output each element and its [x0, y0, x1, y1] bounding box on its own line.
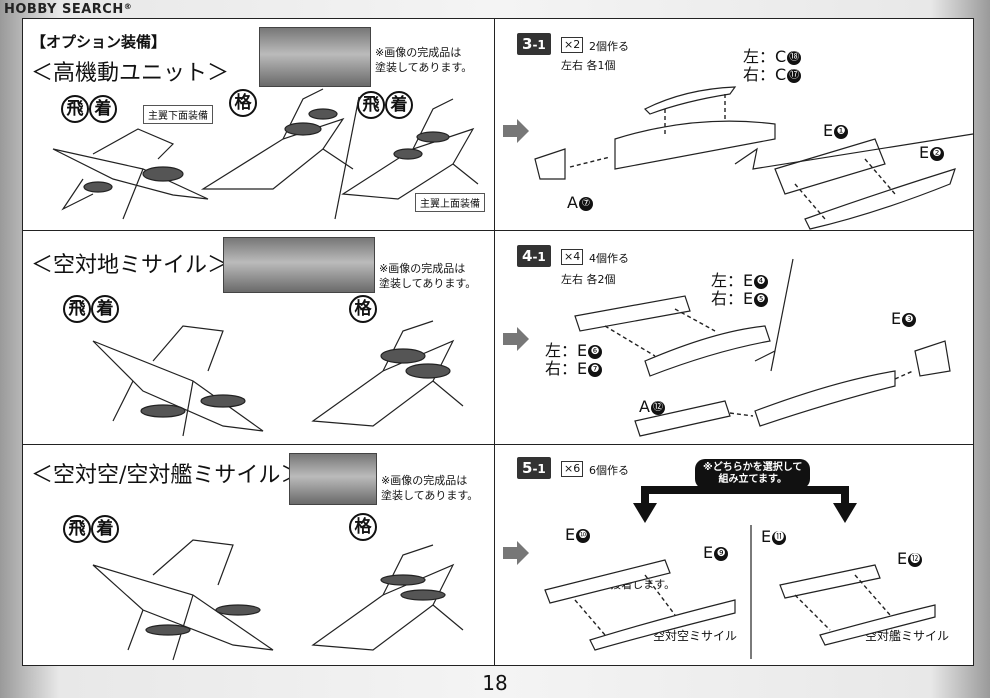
- section-title-hi-mobility: ＜高機動ユニット＞: [31, 61, 230, 86]
- qty-badge-3: ×6: [561, 461, 584, 477]
- photo-note-1: ※画像の完成品は塗装してあります。: [375, 46, 473, 74]
- landing-mark-3: 着: [91, 295, 119, 323]
- step-number-3-1: 3-1: [517, 33, 551, 55]
- finished-photo-2: [223, 237, 375, 293]
- flight-mark-2: 飛: [357, 91, 385, 119]
- page-number: 18: [482, 671, 508, 695]
- qty-badge-2: ×4: [561, 249, 584, 265]
- manual-page: 【オプション装備】 ＜高機動ユニット＞ ※画像の完成品は塗装してあります。 飛 …: [22, 18, 974, 666]
- row-divider-2: [23, 444, 973, 445]
- landing-mark: 着: [89, 95, 117, 123]
- finished-photo-3: [289, 453, 377, 505]
- step-5-1-drawing: [544, 486, 936, 659]
- flight-mark-4: 飛: [63, 515, 91, 543]
- under-wing-label: 主翼下面装備: [143, 105, 213, 124]
- choose-note: ※どちらかを選択して組み立てます。: [695, 459, 811, 489]
- qty-text-3: 6個作る: [589, 464, 629, 477]
- flow-arrows: [503, 119, 529, 565]
- combat-mark-3: 格: [349, 513, 377, 541]
- landing-mark-4: 着: [91, 515, 119, 543]
- row-divider-1: [23, 230, 973, 231]
- over-wing-label: 主翼上面装備: [415, 193, 485, 212]
- each-text-1: 左右 各1個: [561, 59, 616, 72]
- step-number-4-1: 4-1: [517, 245, 551, 267]
- step-number-5-1: 5-1: [517, 457, 551, 479]
- caption-anti-ship: 空対艦ミサイル: [865, 629, 950, 643]
- aircraft-drawings-2: [92, 320, 464, 437]
- photo-note-3: ※画像の完成品は塗装してあります。: [381, 474, 479, 502]
- section-title-air-to-ground: ＜空対地ミサイル＞: [31, 253, 230, 278]
- landing-mark-2: 着: [385, 91, 413, 119]
- combat-mark-2: 格: [349, 295, 377, 323]
- step-4-1-drawing: [574, 258, 951, 437]
- step-3-1-drawing: [534, 86, 974, 230]
- combat-mark: 格: [229, 89, 257, 117]
- aircraft-drawings-3: [92, 539, 464, 661]
- qty-badge-1: ×2: [561, 37, 584, 53]
- photo-note-2: ※画像の完成品は塗装してあります。: [379, 262, 477, 290]
- caption-air-to-air: 空対空ミサイル: [653, 629, 738, 643]
- watermark-logo: HOBBY SEARCH®: [4, 2, 133, 17]
- flight-mark: 飛: [61, 95, 89, 123]
- option-title: 【オプション装備】: [31, 33, 167, 51]
- section-title-air-to-air: ＜空対空/空対艦ミサイル＞: [31, 463, 303, 488]
- finished-photo-1: [259, 27, 371, 87]
- aircraft-drawings-1: [52, 88, 479, 220]
- qty-text-1: 2個作る: [589, 40, 629, 53]
- qty-text-2: 4個作る: [589, 252, 629, 265]
- column-divider: [494, 19, 495, 665]
- each-text-2: 左右 各2個: [561, 273, 616, 286]
- flight-mark-3: 飛: [63, 295, 91, 323]
